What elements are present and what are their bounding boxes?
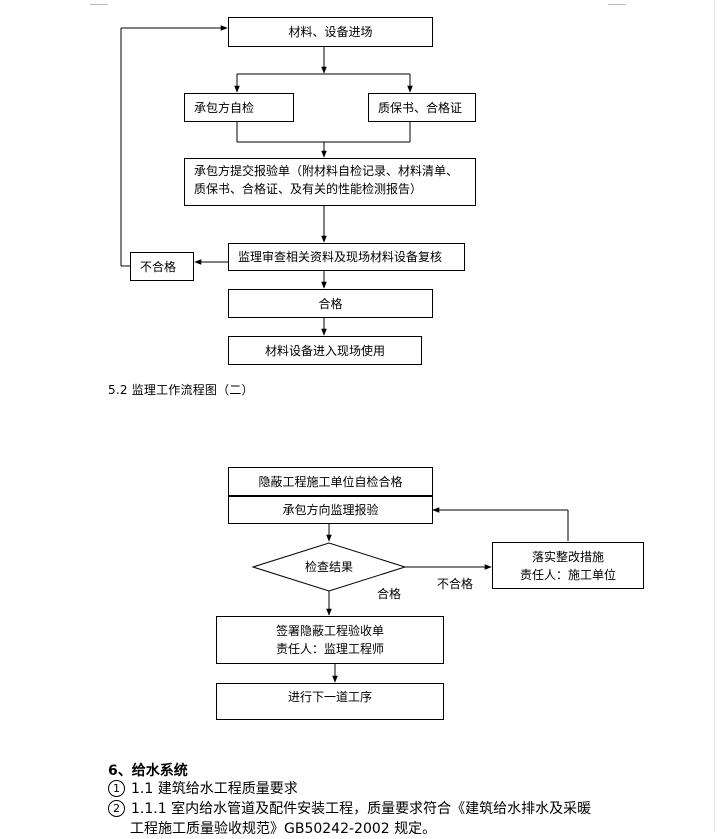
submit-report-line1: 承包方提交报验单（附材料自检记录、材料清单、 bbox=[194, 164, 459, 178]
page-edge bbox=[714, 0, 715, 832]
enter-site-use-text: 材料设备进入现场使用 bbox=[264, 343, 385, 358]
item-1-marker: 1 bbox=[108, 780, 125, 797]
contractor-self-check-text: 承包方自检 bbox=[194, 100, 255, 115]
flow1-materials-entry: 材料、设备进场 bbox=[228, 17, 433, 47]
quality-certificate-text: 质保书、合格证 bbox=[378, 100, 463, 115]
flowchart-caption: 5.2 监理工作流程图（二） bbox=[108, 383, 254, 397]
item-2-marker: 2 bbox=[108, 800, 125, 817]
not-qualified-text: 不合格 bbox=[140, 259, 177, 274]
page-corner-mark-left bbox=[90, 0, 108, 5]
next-process-text: 进行下一道工序 bbox=[287, 690, 372, 704]
section-title: 6、给水系统 bbox=[108, 763, 188, 779]
sign-acceptance-line2: 责任人：监理工程师 bbox=[275, 642, 384, 656]
section-item-1: 1 1.1 建筑给水工程质量要求 bbox=[108, 779, 298, 799]
item-1-text: 1.1 建筑给水工程质量要求 bbox=[131, 781, 298, 797]
flow2-sign-acceptance: 签署隐蔽工程验收单 责任人：监理工程师 bbox=[216, 616, 444, 664]
submit-report-line2: 质保书、合格证、及有关的性能检测报告） bbox=[194, 182, 423, 196]
flow2-next-process: 进行下一道工序 bbox=[216, 683, 444, 720]
flow2-qualified-label: 合格 bbox=[377, 587, 402, 601]
flow2-inspection-result-diamond-label: 检查结果 bbox=[305, 560, 354, 574]
flow1-enter-site-use: 材料设备进入现场使用 bbox=[228, 336, 422, 365]
flow1-contractor-self-check: 承包方自检 bbox=[184, 93, 294, 122]
flow1-qualified: 合格 bbox=[228, 289, 433, 318]
section-item-2: 2 1.1.1 室内给水管道及配件安装工程，质量要求符合《建筑给水排水及采暖 bbox=[108, 799, 591, 819]
flow1-quality-certificate: 质保书、合格证 bbox=[368, 93, 476, 122]
flow1-not-qualified: 不合格 bbox=[130, 252, 194, 281]
qualified-text: 合格 bbox=[318, 296, 343, 311]
flow1-supervisor-review: 监理审查相关资料及现场材料设备复核 bbox=[228, 243, 465, 271]
flow2-not-qualified-label: 不合格 bbox=[437, 577, 474, 591]
flow2-rectification: 落实整改措施 责任人：施工单位 bbox=[492, 542, 644, 589]
flow2-hidden-self-check: 隐蔽工程施工单位自检合格 bbox=[228, 467, 433, 496]
flow1-submit-report: 承包方提交报验单（附材料自检记录、材料清单、 质保书、合格证、及有关的性能检测报… bbox=[184, 158, 476, 206]
sign-acceptance-line1: 签署隐蔽工程验收单 bbox=[275, 624, 384, 638]
flow2-contractor-report: 承包方向监理报验 bbox=[228, 496, 433, 524]
supervisor-review-text: 监理审查相关资料及现场材料设备复核 bbox=[238, 250, 443, 264]
item-2-text: 1.1.1 室内给水管道及配件安装工程，质量要求符合《建筑给水排水及采暖 bbox=[131, 801, 592, 817]
section-item-2-continuation: 工程施工质量验收规范》GB50242-2002 规定。 bbox=[130, 821, 437, 837]
contractor-report-text: 承包方向监理报验 bbox=[282, 503, 379, 517]
rectification-line1: 落实整改措施 bbox=[531, 549, 604, 564]
rectification-line2: 责任人：施工单位 bbox=[519, 567, 616, 582]
materials-entry-text: 材料、设备进场 bbox=[288, 25, 373, 39]
page-corner-mark-right bbox=[608, 0, 626, 5]
hidden-self-check-text: 隐蔽工程施工单位自检合格 bbox=[258, 474, 403, 489]
